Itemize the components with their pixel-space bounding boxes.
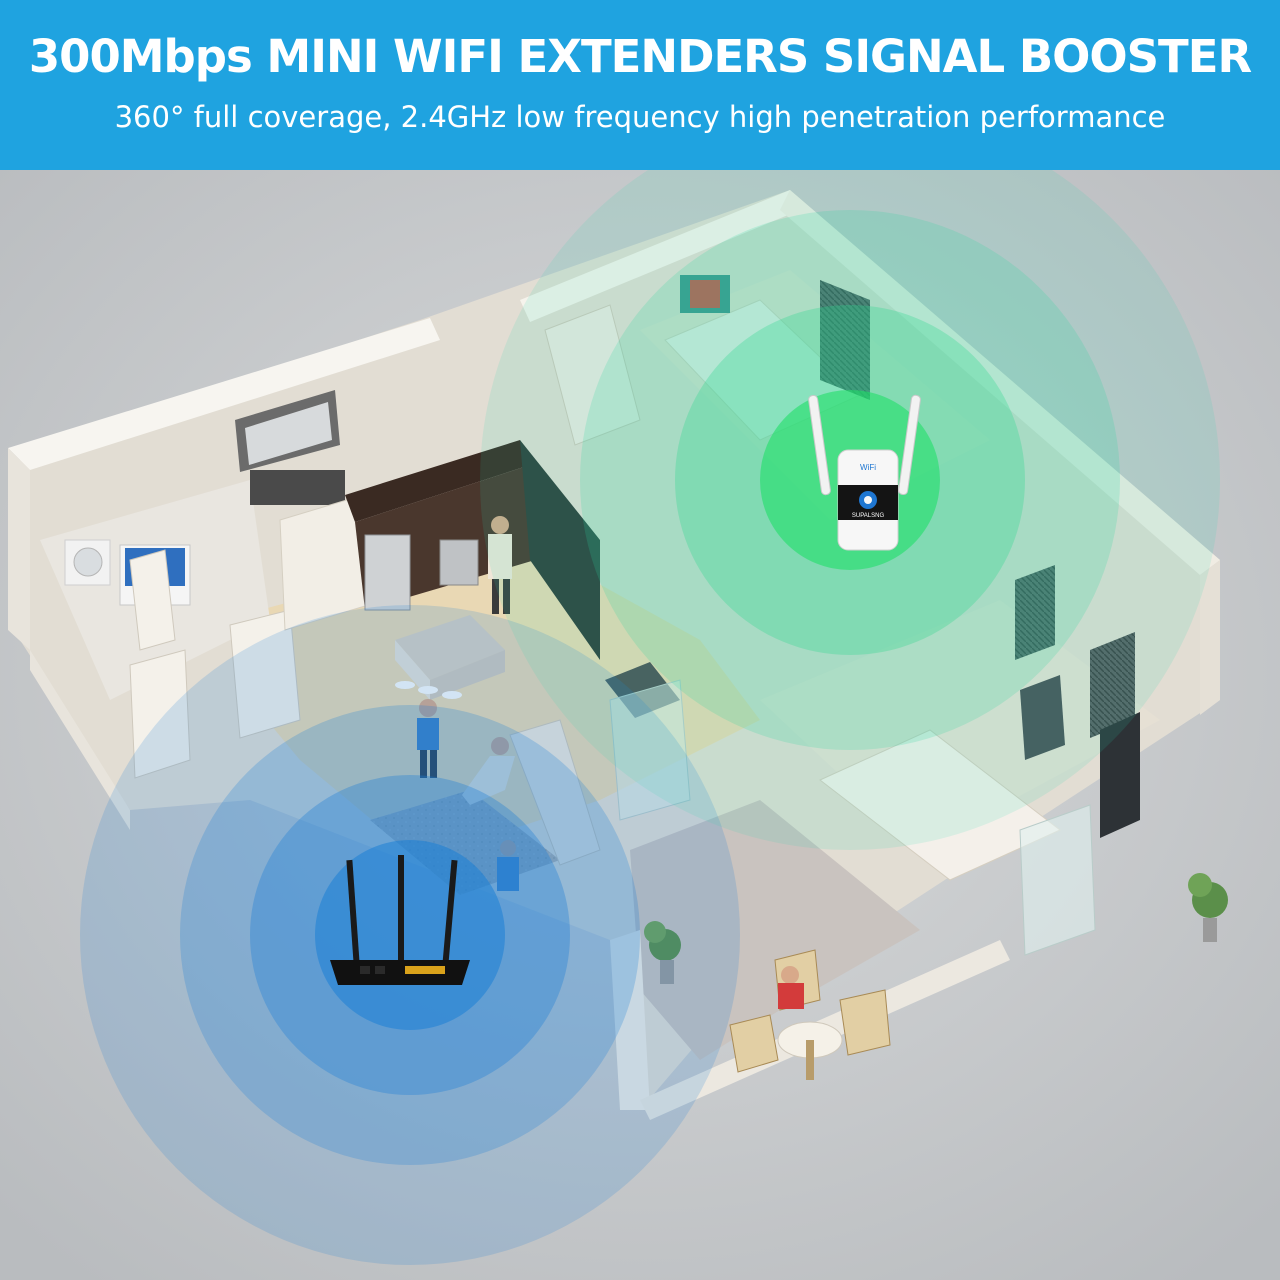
extender-signal-rings [480,170,1220,850]
router-device [330,855,470,985]
house-model [8,190,1228,1120]
plant-balcony [644,921,681,984]
subheadline: 360° full coverage, 2.4GHz low frequency… [114,100,1166,134]
left-wall [8,318,440,470]
sofa [509,719,601,866]
headline: 300Mbps MINI WIFI EXTENDERS SIGNAL BOOST… [28,30,1252,83]
balcony-floor [630,800,920,1060]
right-bedroom-wall [520,190,800,322]
extender-wifi-label: WiFi [860,463,876,472]
title-banner: 300Mbps MINI WIFI EXTENDERS SIGNAL BOOST… [0,0,1280,170]
plant-right [1188,873,1228,942]
kitchen-island [395,615,505,680]
floor-plan-illustration: WiFi SUPALSNG [0,170,1280,1280]
router-signal-rings [80,605,740,1265]
wifi-extender-device: WiFi SUPALSNG [808,394,921,551]
extender-brand-label: SUPALSNG [852,513,885,519]
kitchen-cabinets [345,440,530,522]
